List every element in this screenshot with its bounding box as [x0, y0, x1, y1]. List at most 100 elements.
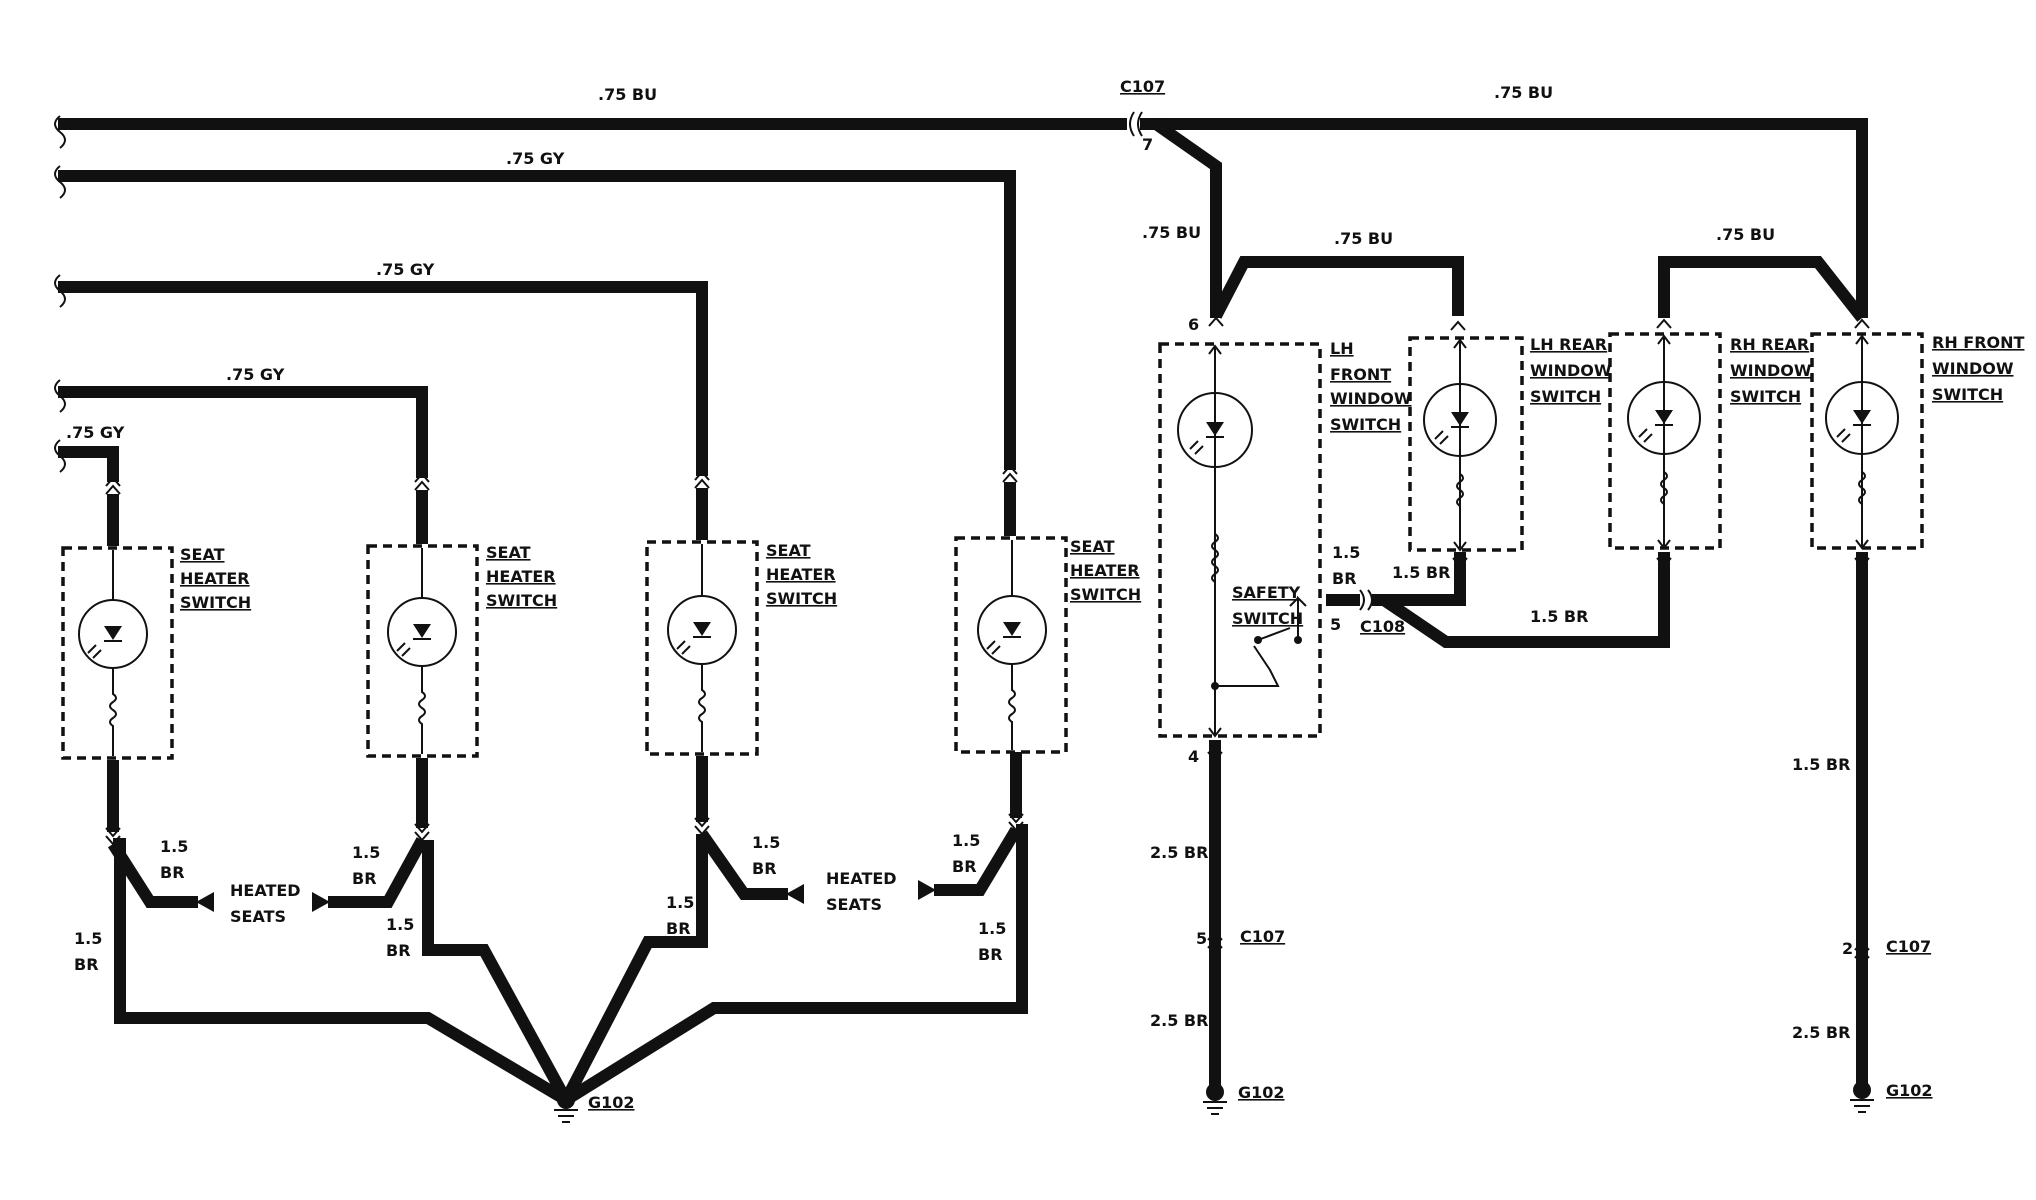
svg-text:BR: BR [74, 955, 99, 974]
svg-text:LH REAR: LH REAR [1530, 335, 1607, 354]
lh-rear-window-switch [1408, 336, 1524, 552]
feed-wires [58, 118, 1127, 482]
svg-text:BR: BR [978, 945, 1003, 964]
svg-text:1.5 BR: 1.5 BR [1392, 563, 1450, 582]
svg-text:WINDOW: WINDOW [1730, 361, 1812, 380]
label-gy-2: .75 GY [376, 260, 435, 279]
label-bu-rh-rear: .75 BU [1716, 225, 1775, 244]
ground-labels: G102 G102 G102 [588, 1081, 1933, 1112]
svg-text:1.5 BR: 1.5 BR [1530, 607, 1588, 626]
label-bu-lh-rear: .75 BU [1334, 229, 1393, 248]
rh-front-window-switch [1810, 332, 1924, 550]
svg-text:1.5: 1.5 [952, 831, 980, 850]
svg-text:1.5: 1.5 [1332, 543, 1360, 562]
window-top-connectors [1208, 316, 1870, 331]
svg-text:C108: C108 [1360, 617, 1405, 636]
br-labels: 1.5 BR 1.5 BR 1.5 BR 1.5 BR 1.5 BR 1.5 B… [74, 543, 1850, 1042]
lh-front-window-switch [1158, 342, 1322, 738]
svg-text:SEAT: SEAT [766, 541, 811, 560]
seat-heater-switch-3 [645, 540, 759, 756]
window-feed-wires [1140, 118, 1868, 322]
svg-text:1.5: 1.5 [752, 833, 780, 852]
svg-text:G102: G102 [1886, 1081, 1933, 1100]
svg-text:SEATS: SEATS [230, 907, 286, 926]
svg-text:1.5: 1.5 [74, 929, 102, 948]
svg-text:2: 2 [1842, 939, 1853, 958]
svg-text:LH: LH [1330, 339, 1354, 358]
connector-labels: C107 7 6 4 C108 5 C107 5 C107 2 [1120, 77, 1931, 958]
svg-text:BR: BR [1332, 569, 1357, 588]
svg-text:2.5 BR: 2.5 BR [1150, 843, 1208, 862]
svg-text:2.5 BR: 2.5 BR [1150, 1011, 1208, 1030]
svg-text:SEAT: SEAT [180, 545, 225, 564]
wire-break-symbols [54, 115, 66, 473]
svg-text:WINDOW: WINDOW [1330, 389, 1412, 408]
svg-text:HEATED: HEATED [230, 881, 301, 900]
label-gy-4: .75 GY [66, 423, 125, 442]
svg-text:SWITCH: SWITCH [1330, 415, 1401, 434]
switch-top-connectors [105, 464, 1018, 495]
seat-switch-labels: SEAT HEATER SWITCH SEAT HEATER SWITCH SE… [180, 537, 1141, 612]
svg-text:BR: BR [160, 863, 185, 882]
label-top-bu-right: .75 BU [1494, 83, 1553, 102]
svg-text:RH FRONT: RH FRONT [1932, 333, 2025, 352]
svg-text:BR: BR [752, 859, 777, 878]
wire-gy-4 [58, 446, 119, 482]
wire-gy-2 [58, 281, 708, 476]
svg-text:1.5: 1.5 [978, 919, 1006, 938]
safety-switch-label: SAFETY SWITCH [1232, 583, 1303, 628]
svg-text:SAFETY: SAFETY [1232, 583, 1301, 602]
svg-text:RH REAR: RH REAR [1730, 335, 1809, 354]
window-bottom-connectors [1207, 557, 1870, 959]
window-br-wires [1209, 552, 1868, 1088]
svg-text:1.5: 1.5 [386, 915, 414, 934]
svg-text:SWITCH: SWITCH [1530, 387, 1601, 406]
ground-g102-right [1850, 1081, 1874, 1113]
svg-text:5: 5 [1330, 615, 1341, 634]
switch-bottom-connectors [105, 813, 1024, 846]
svg-text:SWITCH: SWITCH [1232, 609, 1303, 628]
seat-heater-switch-4 [954, 536, 1068, 754]
label-gy-3: .75 GY [226, 365, 285, 384]
svg-text:7: 7 [1142, 135, 1153, 154]
svg-text:SWITCH: SWITCH [180, 593, 251, 612]
label-bu-c107-down: .75 BU [1142, 223, 1201, 242]
svg-text:4: 4 [1188, 747, 1199, 766]
ground-g102-mid [1203, 1083, 1227, 1115]
svg-text:C107: C107 [1886, 937, 1931, 956]
svg-text:WINDOW: WINDOW [1932, 359, 2014, 378]
label-top-bu-left: .75 BU [598, 85, 657, 104]
svg-text:1.5: 1.5 [666, 893, 694, 912]
svg-text:SEAT: SEAT [486, 543, 531, 562]
svg-text:HEATER: HEATER [1070, 561, 1140, 580]
svg-text:BR: BR [352, 869, 377, 888]
svg-text:HEATER: HEATER [486, 567, 556, 586]
svg-text:G102: G102 [1238, 1083, 1285, 1102]
svg-text:BR: BR [386, 941, 411, 960]
wire-gy-1 [58, 170, 1016, 470]
svg-text:BR: BR [666, 919, 691, 938]
heated-seats-labels: HEATED SEATS HEATED SEATS [230, 869, 897, 926]
ground-wires-left [107, 824, 1028, 1106]
svg-text:HEATED: HEATED [826, 869, 897, 888]
wire-labels: .75 BU .75 BU .75 GY .75 GY .75 GY .75 G… [66, 83, 1775, 442]
svg-text:SEATS: SEATS [826, 895, 882, 914]
svg-text:SWITCH: SWITCH [766, 589, 837, 608]
wire-gy-3 [58, 386, 428, 478]
svg-text:SEAT: SEAT [1070, 537, 1115, 556]
svg-text:FRONT: FRONT [1330, 365, 1391, 384]
label-gy-1: .75 GY [506, 149, 565, 168]
svg-text:SWITCH: SWITCH [1070, 585, 1141, 604]
svg-text:SWITCH: SWITCH [1932, 385, 2003, 404]
c108-connector [1359, 589, 1373, 611]
c107-top-connector [1129, 111, 1143, 137]
svg-text:HEATER: HEATER [180, 569, 250, 588]
svg-text:2.5 BR: 2.5 BR [1792, 1023, 1850, 1042]
svg-text:WINDOW: WINDOW [1530, 361, 1612, 380]
ground-g102-left [554, 1091, 578, 1123]
svg-text:1.5: 1.5 [352, 843, 380, 862]
svg-text:BR: BR [952, 857, 977, 876]
svg-text:6: 6 [1188, 315, 1199, 334]
svg-text:1.5 BR: 1.5 BR [1792, 755, 1850, 774]
